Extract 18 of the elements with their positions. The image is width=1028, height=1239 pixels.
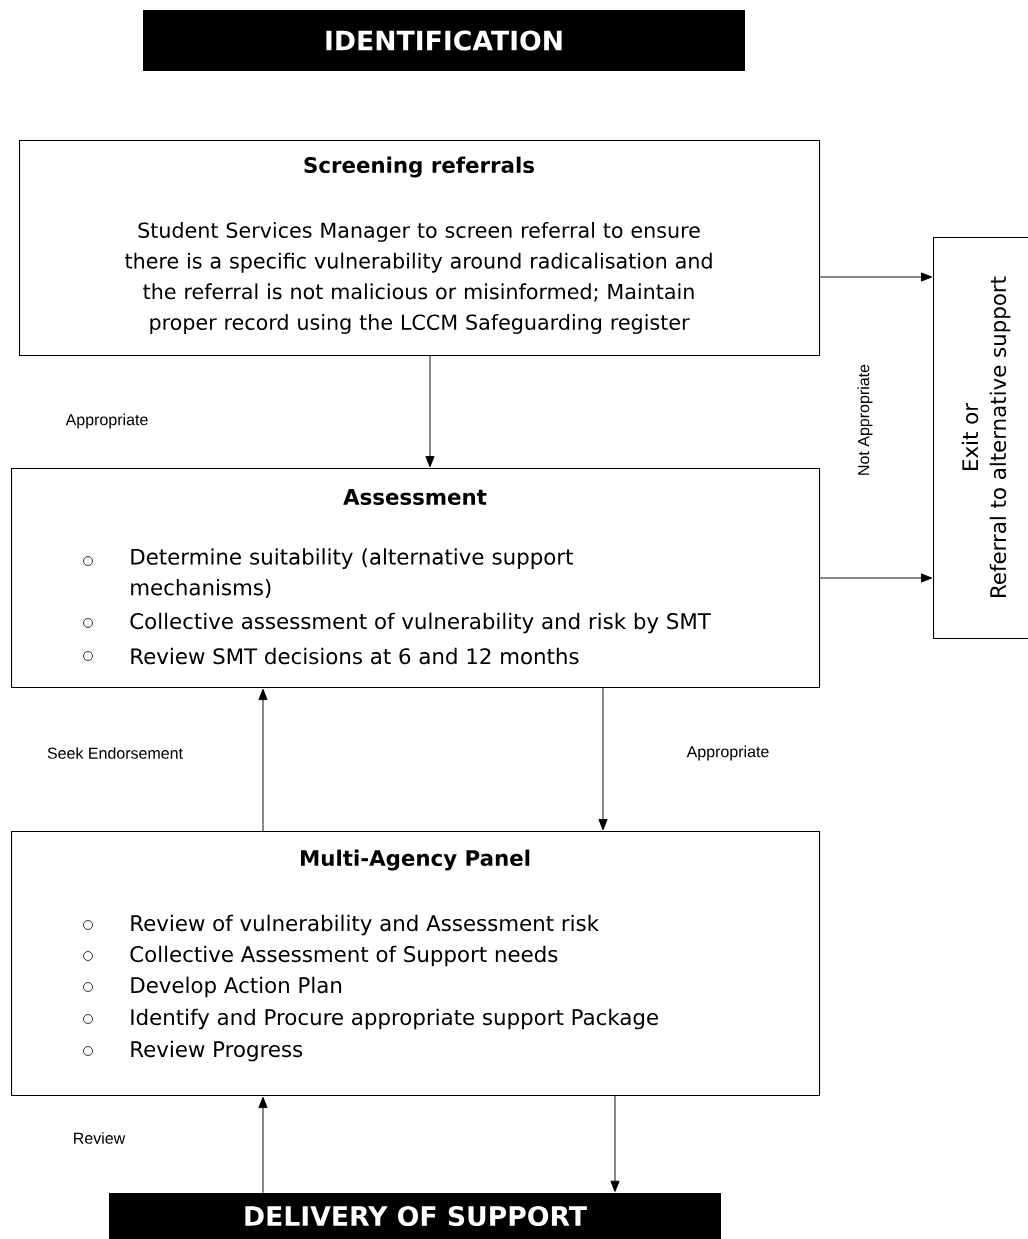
arrow [610, 1095, 620, 1192]
outcome-box: Exit or Referral to alternative support [933, 237, 1028, 640]
flow-label: Not Appropriate [857, 364, 873, 475]
arrow [258, 688, 268, 832]
process-box: Multi-Agency Panel Review of vulnerability and Assessment risk Collective Assessment of Support needs Develop Action Plan Identify and Procure appropriate support Package Review Progress [11, 831, 821, 1097]
process-box: Screening referrals Student Services Manager to screen referral to ensure there is a specific vulnerability around radicalisation and the referral is not malicious or misinformed; Maintain proper record using the LCCM Safeguarding register [19, 140, 821, 357]
flow-label: Appropriate [65, 413, 148, 429]
flow-label: Appropriate [686, 745, 769, 761]
arrow [258, 1096, 268, 1194]
process-box: Assessment Determine suitability (alternative support mechanisms) Collective assessment of vulnerability and risk by SMT Review SMT decisions at 6 and 12 months [11, 468, 821, 689]
flow-label: Review [74, 1132, 126, 1144]
arrow [598, 687, 608, 831]
title-banner: DELIVERY OF SUPPORT [109, 1193, 721, 1239]
flow-label: Seek Endorsement [47, 747, 183, 759]
arrow [819, 573, 933, 583]
title-banner: IDENTIFICATION [143, 10, 745, 71]
arrow [819, 272, 933, 282]
arrow [425, 355, 435, 468]
